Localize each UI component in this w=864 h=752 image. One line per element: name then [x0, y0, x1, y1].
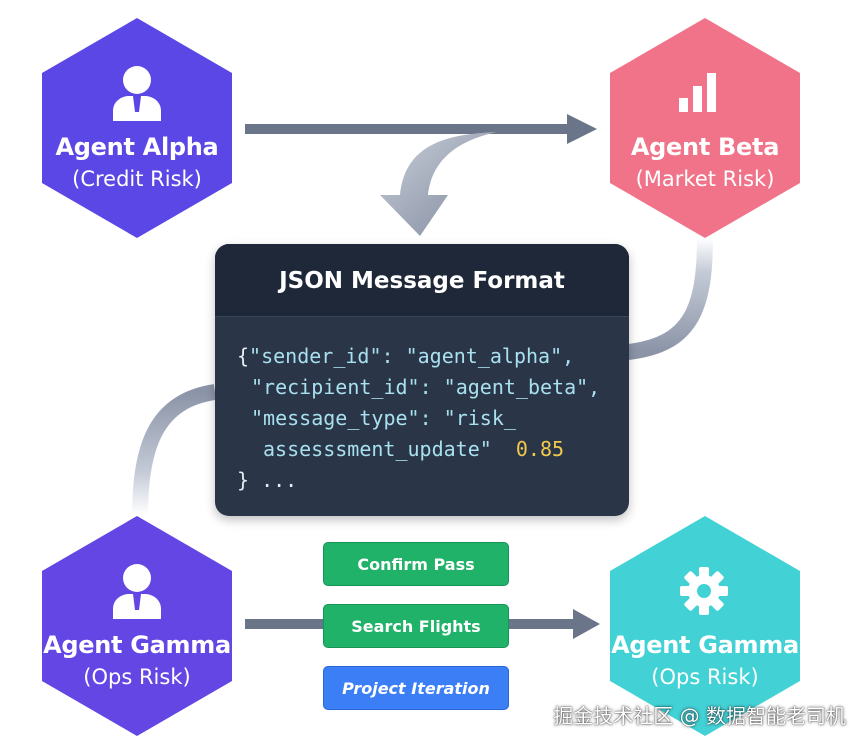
hexagon-agent-gamma-right[interactable] [610, 516, 800, 736]
json-message-card: JSON Message Format {"sender_id": "agent… [215, 244, 629, 516]
code-line-3: "message_type": "risk_ [237, 403, 629, 434]
agent-gamma-left-title: Agent Gamma [43, 631, 231, 659]
code-line-5: } ... [237, 465, 629, 496]
code-text-recipient: "recipient_id": "agent_beta", [251, 375, 601, 399]
agent-gamma-right-title: Agent Gamma [611, 631, 799, 659]
project-iteration-button[interactable]: Project Iteration [323, 666, 509, 710]
code-number-score: 0.85 [515, 437, 565, 461]
agent-alpha-title: Agent Alpha [55, 133, 219, 161]
open-brace: { [237, 344, 250, 368]
agent-alpha-label: Agent Alpha (Credit Risk) [42, 133, 232, 191]
confirm-pass-button[interactable]: Confirm Pass [323, 542, 509, 586]
bar-chart-icon [679, 73, 716, 112]
code-line-2: "recipient_id": "agent_beta", [237, 372, 629, 403]
code-text-sender: "sender_id": "agent_alpha", [249, 344, 575, 368]
connector-card-to-gamma [132, 384, 217, 516]
connector-beta-to-card [626, 237, 713, 360]
code-text-message-type: "message_type": "risk_ [251, 406, 516, 430]
agent-gamma-right-label: Agent Gamma (Ops Risk) [610, 631, 800, 689]
agent-gamma-left-subtitle: (Ops Risk) [83, 665, 191, 689]
user-icon [113, 66, 161, 121]
code-text-close: } ... [237, 468, 298, 492]
agent-beta-label: Agent Beta (Market Risk) [610, 133, 800, 191]
gear-icon [680, 567, 728, 615]
curved-arrow-into-card [380, 132, 497, 236]
json-card-title: JSON Message Format [215, 244, 629, 317]
code-text-assessment: assesssment_update" [263, 437, 492, 461]
arrow-alpha-to-beta [245, 114, 597, 144]
agent-gamma-left-label: Agent Gamma (Ops Risk) [42, 631, 232, 689]
agent-beta-title: Agent Beta [630, 133, 780, 161]
hexagon-agent-alpha[interactable] [42, 18, 232, 238]
user-icon [113, 564, 161, 619]
agent-gamma-right-subtitle: (Ops Risk) [651, 665, 759, 689]
json-code-block: {"sender_id": "agent_alpha", "recipient_… [215, 317, 629, 496]
code-line-1: {"sender_id": "agent_alpha", [237, 341, 629, 372]
search-flights-button[interactable]: Search Flights [323, 604, 509, 648]
code-line-4: assesssment_update" 0.85 [237, 434, 629, 465]
watermark-text: 掘金技术社区 @ 数据智能老司机 [553, 704, 846, 728]
hexagon-agent-beta[interactable] [610, 18, 800, 238]
agent-beta-subtitle: (Market Risk) [635, 167, 775, 191]
hexagon-agent-gamma-left[interactable] [42, 516, 232, 736]
agent-alpha-subtitle: (Credit Risk) [72, 167, 202, 191]
